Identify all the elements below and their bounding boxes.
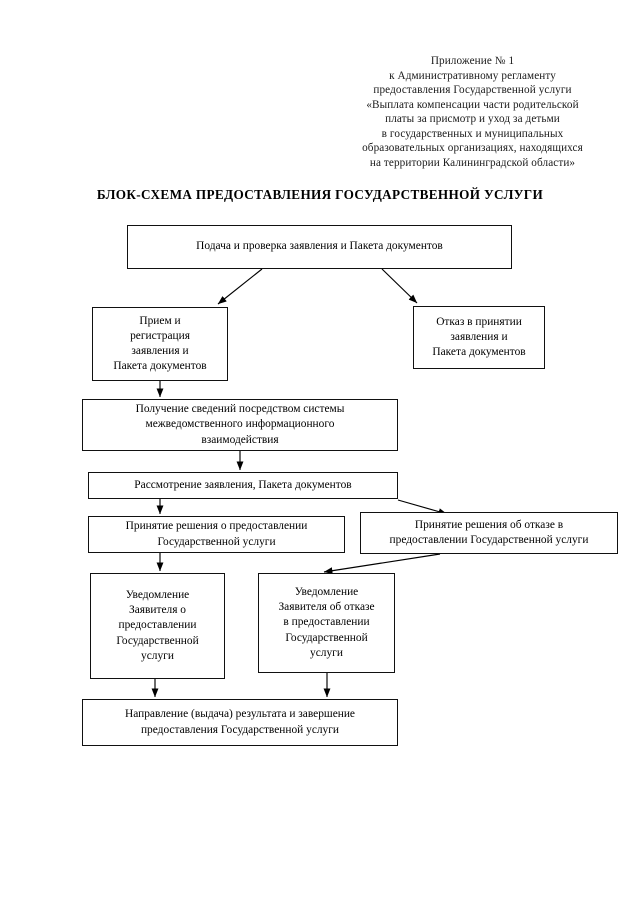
flow-node-interagency-request[interactable]: Получение сведений посредством системы м… (82, 399, 398, 451)
flow-node-accept-registration-label: Прием и регистрация заявления и Пакета д… (97, 314, 223, 375)
flow-node-decision-refuse-label: Принятие решения об отказе в предоставле… (365, 518, 613, 548)
line: Пакета документов (113, 360, 207, 373)
appendix-header-line: «Выплата компенсации части родительской (366, 98, 579, 111)
line: Заявителя об отказе (278, 601, 375, 614)
line: взаимодействия (201, 433, 279, 446)
flow-node-result-delivery-label: Направление (выдача) результата и заверш… (87, 707, 393, 737)
flow-node-intake[interactable]: Подача и проверка заявления и Пакета док… (127, 225, 512, 269)
line: межведомственного информационного (145, 418, 335, 431)
appendix-header: Приложение № 1 к Административному регла… (330, 54, 615, 170)
appendix-header-line: к Административному регламенту (389, 69, 556, 82)
flow-node-intake-label: Подача и проверка заявления и Пакета док… (196, 240, 443, 253)
line: Получение сведений посредством системы (135, 403, 345, 416)
line: Государственной услуги (157, 535, 276, 548)
line: Заявителя о (129, 604, 186, 617)
line: предоставлении (118, 619, 197, 632)
line: предоставлении Государственной услуги (389, 534, 589, 546)
flow-node-refusal-to-accept[interactable]: Отказ в принятии заявления и Пакета доку… (413, 306, 545, 369)
appendix-header-line: в государственных и муниципальных (381, 127, 564, 140)
line: Принятие решения о предоставлении (125, 520, 308, 533)
edge-intake-accept (217, 268, 263, 305)
page-title: БЛОК-СХЕМА ПРЕДОСТАВЛЕНИЯ ГОСУДАРСТВЕННО… (96, 187, 544, 202)
flow-node-decision-refuse[interactable]: Принятие решения об отказе в предоставле… (360, 512, 618, 554)
appendix-header-line: Приложение № 1 (430, 55, 515, 67)
flow-node-decision-grant-label: Принятие решения о предоставлении Госуда… (93, 519, 340, 549)
flow-node-review-label: Рассмотрение заявления, Пакета документо… (134, 478, 352, 491)
flow-node-notify-refuse-label: Уведомление Заявителя об отказе в предос… (263, 585, 390, 661)
line: регистрация (130, 329, 190, 342)
flow-node-notify-grant-label: Уведомление Заявителя о предоставлении Г… (95, 588, 220, 664)
appendix-header-line: предоставления Государственной услуги (373, 84, 572, 96)
line: Прием и (139, 314, 181, 327)
line: Государственной (285, 631, 368, 644)
line: предоставления Государственной услуги (140, 723, 340, 736)
line: Принятие решения об отказе в (414, 518, 564, 531)
line: Уведомление (294, 585, 359, 598)
flow-node-accept-registration[interactable]: Прием и регистрация заявления и Пакета д… (92, 307, 228, 381)
edge-intake-refuse (381, 268, 418, 304)
flow-node-notify-refuse[interactable]: Уведомление Заявителя об отказе в предос… (258, 573, 395, 673)
flow-node-review[interactable]: Рассмотрение заявления, Пакета документо… (88, 472, 398, 499)
flow-node-result-delivery[interactable]: Направление (выдача) результата и заверш… (82, 699, 398, 746)
line: Государственной (116, 634, 199, 647)
line: Уведомление (125, 588, 190, 601)
flow-node-refusal-to-accept-label: Отказ в принятии заявления и Пакета доку… (418, 315, 540, 361)
appendix-header-line: образовательных организациях, находящихс… (362, 142, 583, 154)
appendix-header-line: платы за присмотр и уход за детьми (385, 113, 560, 125)
line: услуги (141, 649, 174, 662)
line: заявления и (450, 330, 508, 343)
line: Направление (выдача) результата и заверш… (124, 708, 355, 721)
flow-node-interagency-request-label: Получение сведений посредством системы м… (87, 402, 393, 448)
edge-decideno-notifyno (323, 553, 441, 575)
line: заявления и (131, 345, 189, 357)
appendix-header-line: на территории Калининградской области» (369, 156, 576, 169)
flow-node-decision-grant[interactable]: Принятие решения о предоставлении Госуда… (88, 516, 345, 553)
flow-node-notify-grant[interactable]: Уведомление Заявителя о предоставлении Г… (90, 573, 225, 679)
line: Отказ в принятии (436, 315, 522, 328)
line: услуги (310, 646, 343, 659)
line: Пакета документов (432, 346, 526, 359)
line: в предоставлении (283, 616, 370, 629)
